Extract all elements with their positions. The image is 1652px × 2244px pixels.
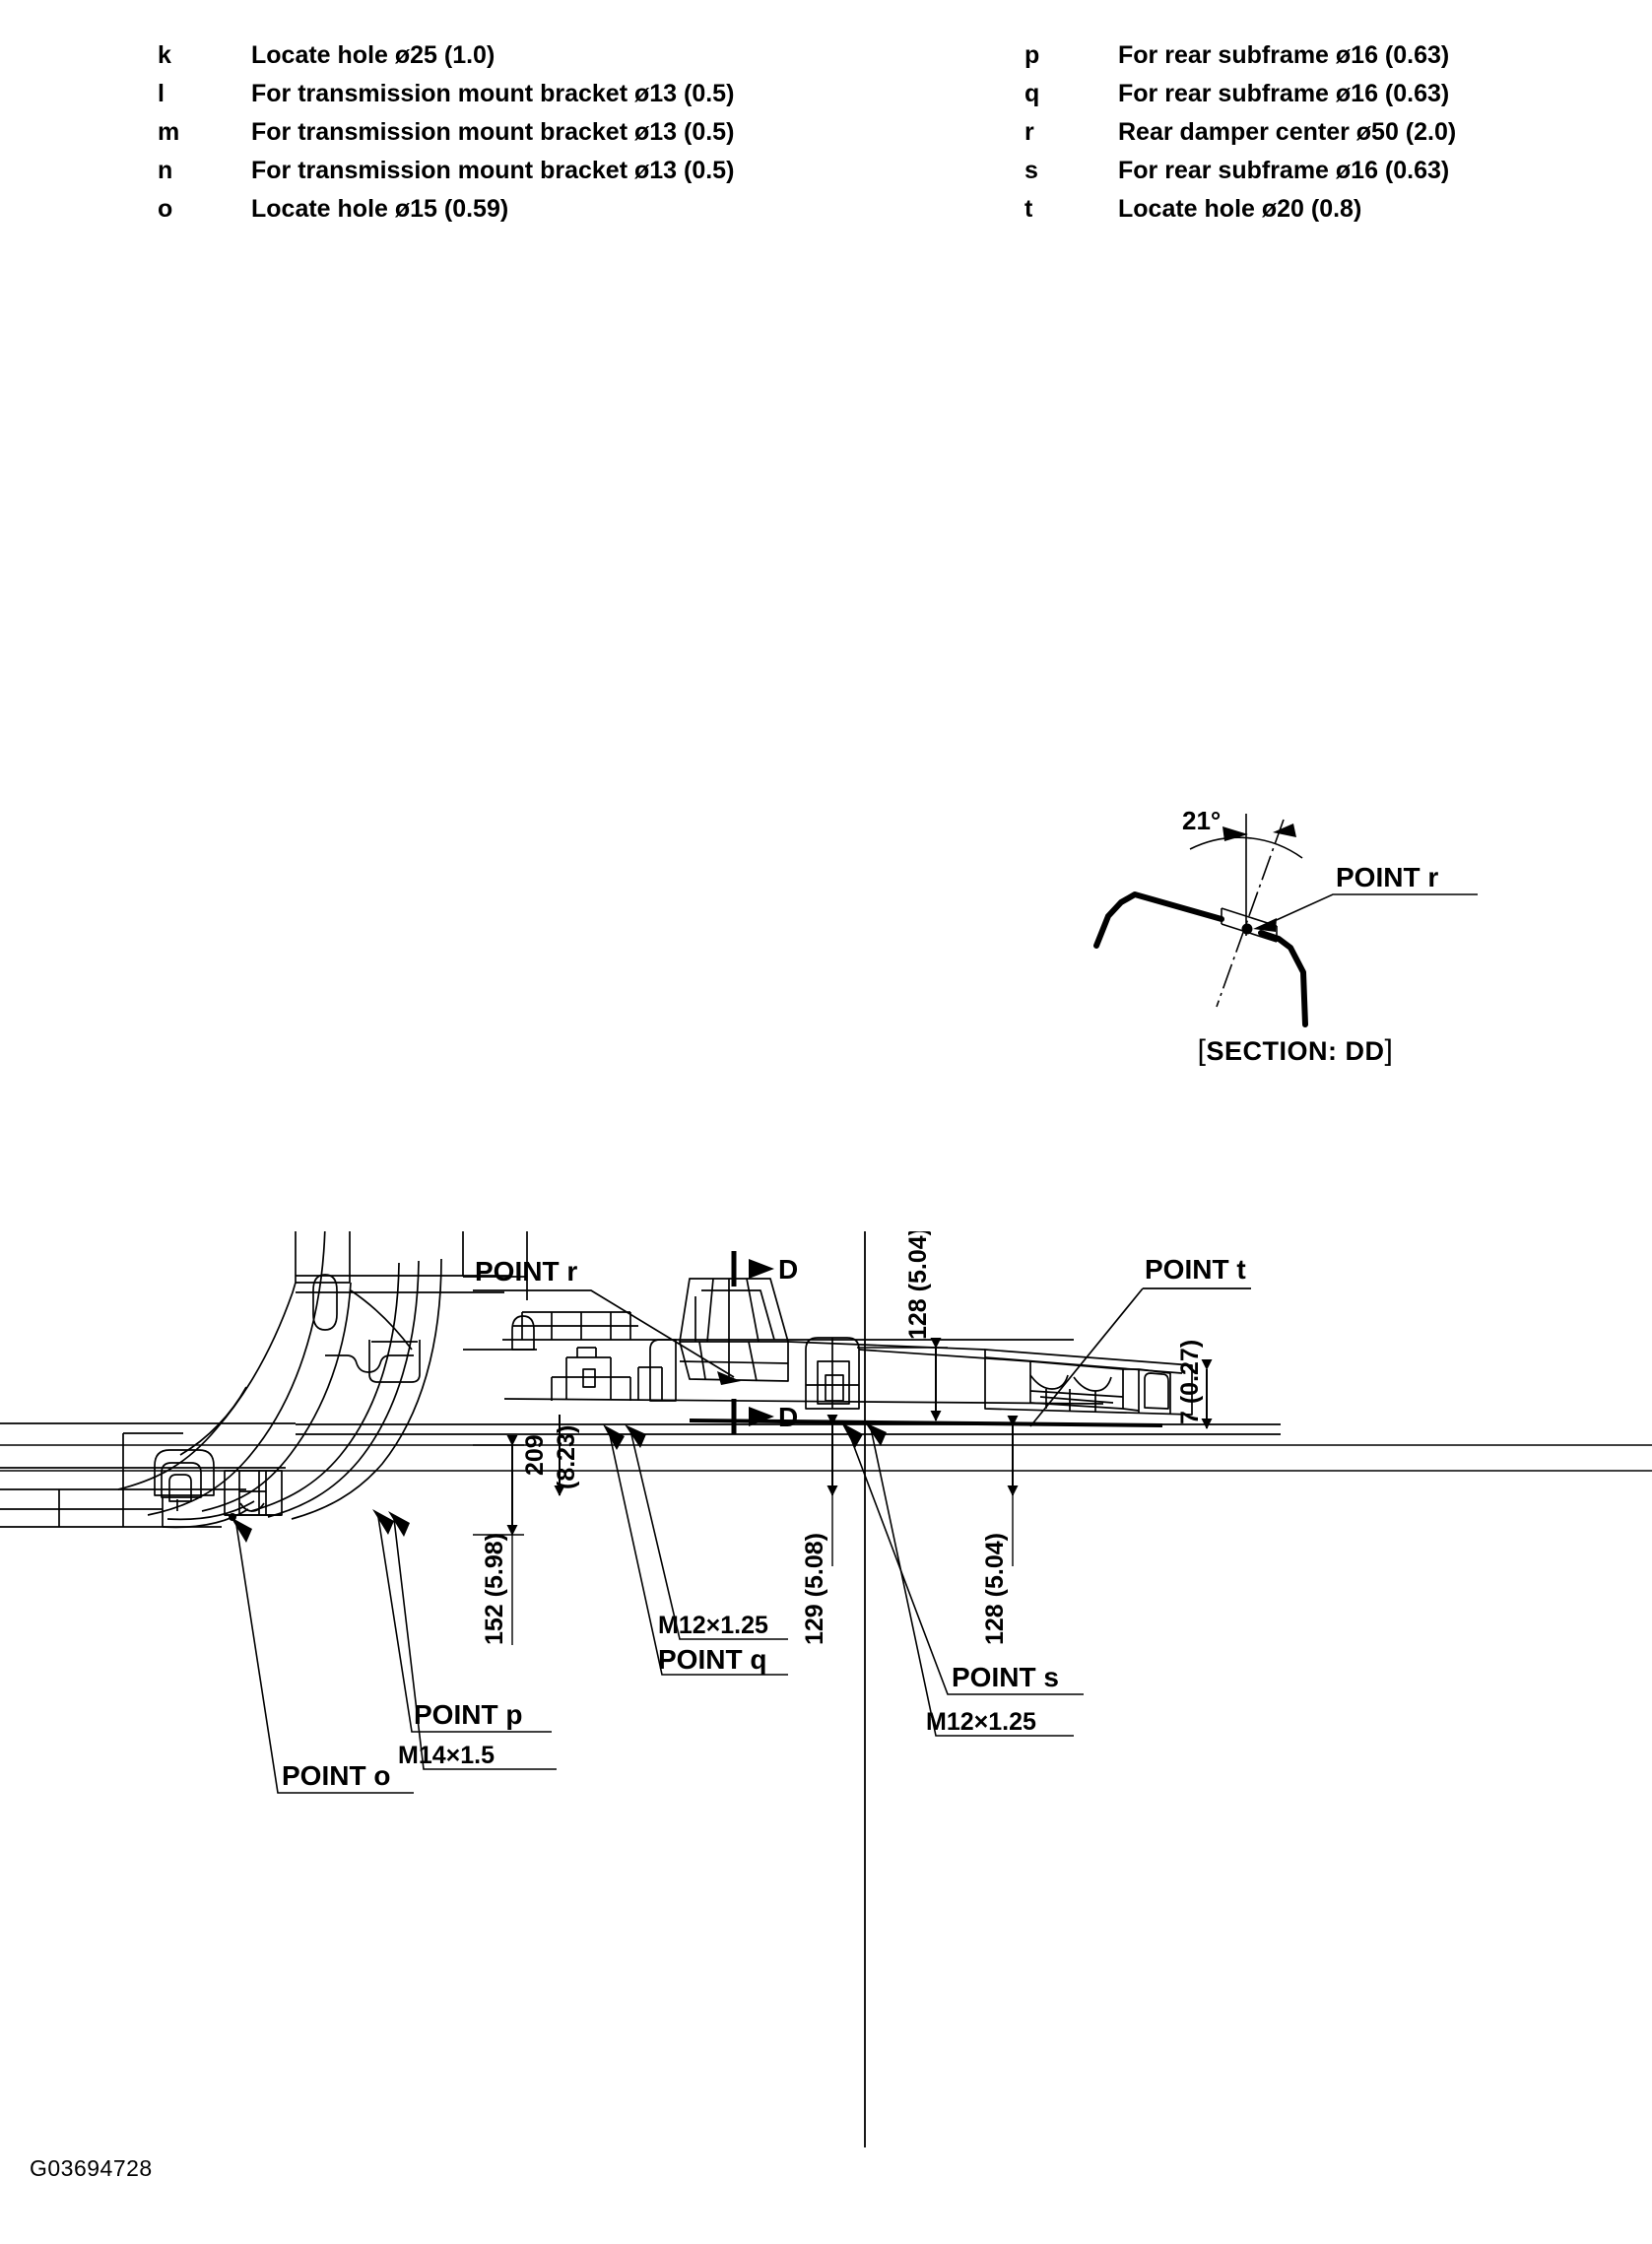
caption-close-bracket: ] — [1384, 1034, 1394, 1067]
legend-row: r Rear damper center ø50 (2.0) — [1024, 118, 1456, 157]
damper-axis-line — [1216, 819, 1285, 1008]
legend-row: l For transmission mount bracket ø13 (0.… — [158, 80, 734, 118]
legend-key: m — [158, 118, 180, 146]
legend-key: s — [1024, 157, 1038, 184]
callout-point-q-label: POINT q — [658, 1644, 766, 1675]
callout-p-thread-label: M14×1.5 — [398, 1742, 495, 1769]
legend-row: o Locate hole ø15 (0.59) — [158, 195, 734, 233]
callout-point-r: POINT r — [473, 1256, 741, 1385]
angle-arrow-right — [1273, 824, 1296, 837]
legend-left-column: k Locate hole ø25 (1.0) l For transmissi… — [158, 41, 734, 233]
main-body-drawing: D D 128 (5.04) 7 (0.27) 209 (8.23) 152 (… — [0, 1231, 1652, 2157]
dimension-823-label: (8.23) — [553, 1425, 580, 1489]
legend-key: r — [1024, 118, 1034, 146]
legend-desc: Locate hole ø15 (0.59) — [251, 195, 509, 223]
legend-table: k Locate hole ø25 (1.0) l For transmissi… — [0, 0, 1652, 256]
legend-key: k — [158, 41, 171, 69]
dimension-128-bottom: 128 (5.04) — [981, 1416, 1019, 1645]
dimension-209-label: 209 — [521, 1434, 549, 1476]
legend-desc: For transmission mount bracket ø13 (0.5) — [251, 157, 735, 184]
callout-point-r-label: POINT r — [475, 1256, 577, 1287]
legend-row: p For rear subframe ø16 (0.63) — [1024, 41, 1456, 80]
body-side-view-svg: D D 128 (5.04) 7 (0.27) 209 (8.23) 152 (… — [0, 1231, 1652, 2147]
body-structure-outline — [0, 1231, 537, 1529]
legend-key: t — [1024, 195, 1033, 223]
section-dd-drawing: 21° POINT r — [1093, 806, 1478, 1027]
caption-text: SECTION: DD — [1206, 1036, 1385, 1066]
point-r-label: POINT r — [1336, 862, 1438, 892]
dimension-129: 129 (5.08) — [801, 1415, 838, 1645]
legend-row: q For rear subframe ø16 (0.63) — [1024, 80, 1456, 118]
caption-open-bracket: [ — [1197, 1034, 1207, 1067]
callout-point-o: POINT o — [229, 1513, 414, 1794]
dimension-152: 152 (5.98) — [473, 1435, 524, 1645]
callout-point-s: POINT s M12×1.25 — [841, 1422, 1084, 1737]
legend-desc: For rear subframe ø16 (0.63) — [1118, 41, 1450, 69]
legend-desc: For transmission mount bracket ø13 (0.5) — [251, 80, 735, 107]
dimension-128-top: 128 (5.04) — [857, 1231, 948, 1421]
angle-arrow-left — [1222, 826, 1248, 841]
point-r-marker — [1241, 923, 1253, 935]
legend-key: p — [1024, 41, 1040, 69]
callout-point-q: M12×1.25 POINT q — [603, 1424, 788, 1676]
legend-key: l — [158, 80, 165, 107]
callout-point-s-label: POINT s — [952, 1662, 1059, 1692]
section-marker-d-bottom: D — [731, 1399, 798, 1434]
callout-point-t-label: POINT t — [1145, 1254, 1246, 1285]
legend-desc: For rear subframe ø16 (0.63) — [1118, 157, 1450, 184]
callout-point-o-label: POINT o — [282, 1760, 390, 1791]
angle-label: 21° — [1182, 806, 1221, 835]
section-dd-caption: [SECTION: DD] — [1133, 1034, 1458, 1068]
dimension-129-label: 129 (5.08) — [801, 1533, 828, 1645]
dimension-128-bottom-label: 128 (5.04) — [981, 1533, 1009, 1645]
callout-point-p: POINT p M14×1.5 — [372, 1509, 557, 1770]
legend-desc: For transmission mount bracket ø13 (0.5) — [251, 118, 735, 146]
legend-row: s For rear subframe ø16 (0.63) — [1024, 157, 1456, 195]
callout-q-thread-label: M12×1.25 — [658, 1612, 768, 1639]
dimension-128-top-label: 128 (5.04) — [904, 1231, 932, 1340]
floor-panel-and-damper-tower — [296, 1278, 1281, 1435]
dimension-7-label: 7 (0.27) — [1176, 1340, 1204, 1424]
point-r-leader — [1258, 893, 1478, 929]
sheet-profile-path — [1093, 891, 1308, 1027]
legend-desc: For rear subframe ø16 (0.63) — [1118, 80, 1450, 107]
figure-id: G03694728 — [30, 2155, 153, 2181]
section-marker-d-top: D — [731, 1251, 798, 1287]
callout-point-p-label: POINT p — [414, 1699, 522, 1730]
section-dd-detail: 21° POINT r [SECTION: DD] — [1084, 778, 1537, 1103]
point-r-leader-arrow — [1253, 918, 1277, 932]
legend-row: t Locate hole ø20 (0.8) — [1024, 195, 1456, 233]
legend-right-column: p For rear subframe ø16 (0.63) q For rea… — [1024, 41, 1456, 233]
dimension-209: 209 (8.23) — [521, 1415, 580, 1496]
legend-row: k Locate hole ø25 (1.0) — [158, 41, 734, 80]
section-marker-bottom-label: D — [778, 1402, 798, 1432]
callout-s-thread-label: M12×1.25 — [926, 1708, 1036, 1736]
dimension-152-label: 152 (5.98) — [481, 1533, 508, 1645]
dimension-7: 7 (0.27) — [1176, 1340, 1213, 1429]
legend-desc: Locate hole ø20 (0.8) — [1118, 195, 1362, 223]
section-marker-top-label: D — [778, 1254, 798, 1285]
callout-point-t: POINT t — [1029, 1254, 1251, 1427]
legend-row: n For transmission mount bracket ø13 (0.… — [158, 157, 734, 195]
legend-key: o — [158, 195, 173, 223]
legend-key: q — [1024, 80, 1040, 107]
legend-row: m For transmission mount bracket ø13 (0.… — [158, 118, 734, 157]
legend-desc: Rear damper center ø50 (2.0) — [1118, 118, 1457, 146]
legend-desc: Locate hole ø25 (1.0) — [251, 41, 496, 69]
legend-key: n — [158, 157, 173, 184]
angle-arc — [1189, 836, 1303, 859]
